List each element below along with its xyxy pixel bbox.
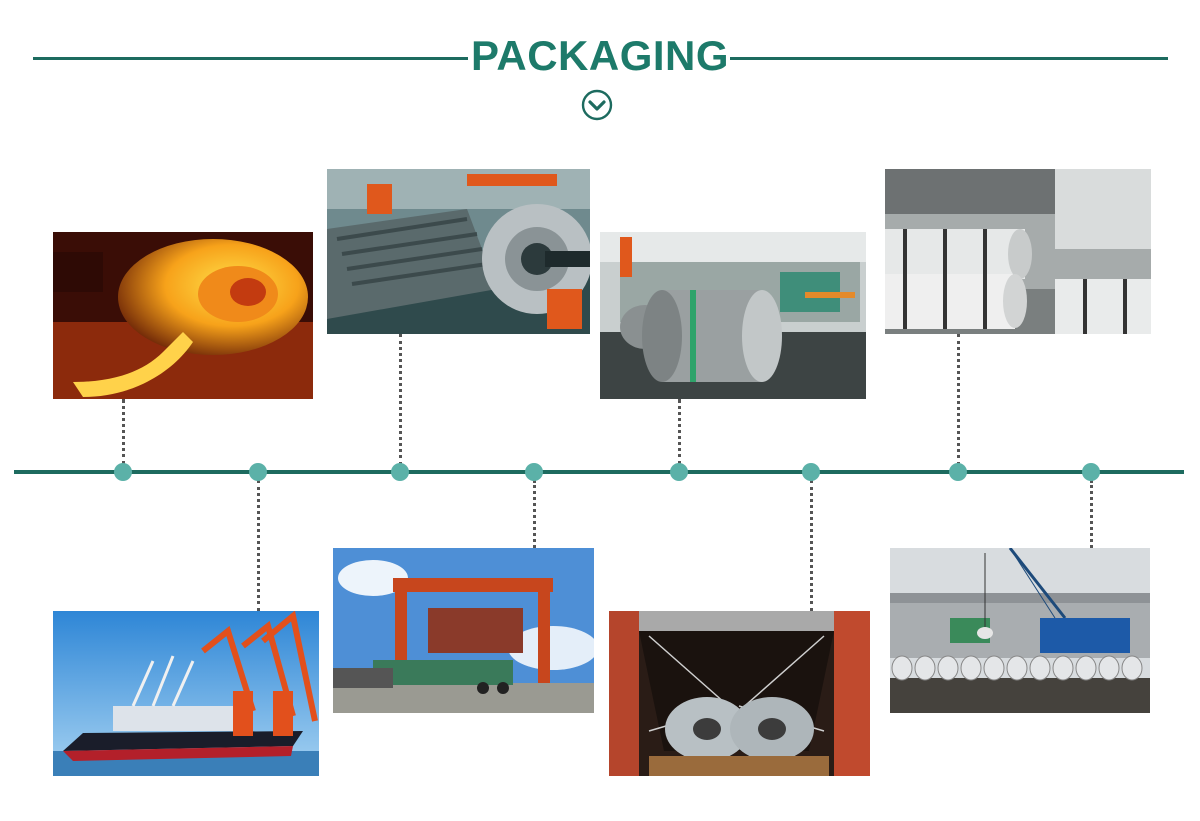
- coils-in-container-photo: [609, 611, 870, 776]
- steel-coils-factory-floor-photo: [600, 232, 866, 399]
- chevron-down-circle-icon: [581, 89, 613, 121]
- connector: [678, 399, 681, 465]
- timeline-node: [249, 463, 267, 481]
- coil-processing-line-photo: [327, 169, 590, 334]
- timeline-node: [525, 463, 543, 481]
- timeline-node: [802, 463, 820, 481]
- connector: [533, 480, 536, 548]
- page-title: PACKAGING: [470, 32, 730, 79]
- connector: [957, 334, 960, 465]
- coils-crane-yard-photo: [890, 548, 1150, 713]
- title-rule-left: [33, 57, 468, 60]
- connector: [122, 399, 125, 465]
- timeline-line: [14, 470, 1184, 474]
- connector: [810, 480, 813, 611]
- port-ships-cranes-photo: [53, 611, 319, 776]
- title-rule-right: [730, 57, 1168, 60]
- coil-warehouse-photo: [885, 169, 1151, 334]
- connector: [257, 480, 260, 611]
- timeline-node: [114, 463, 132, 481]
- timeline-node: [391, 463, 409, 481]
- connector: [399, 334, 402, 465]
- timeline-node: [1082, 463, 1100, 481]
- timeline-node: [670, 463, 688, 481]
- timeline-node: [949, 463, 967, 481]
- container-crane-truck-photo: [333, 548, 594, 713]
- connector: [1090, 480, 1093, 548]
- hot-rolled-coil-photo: [53, 232, 313, 399]
